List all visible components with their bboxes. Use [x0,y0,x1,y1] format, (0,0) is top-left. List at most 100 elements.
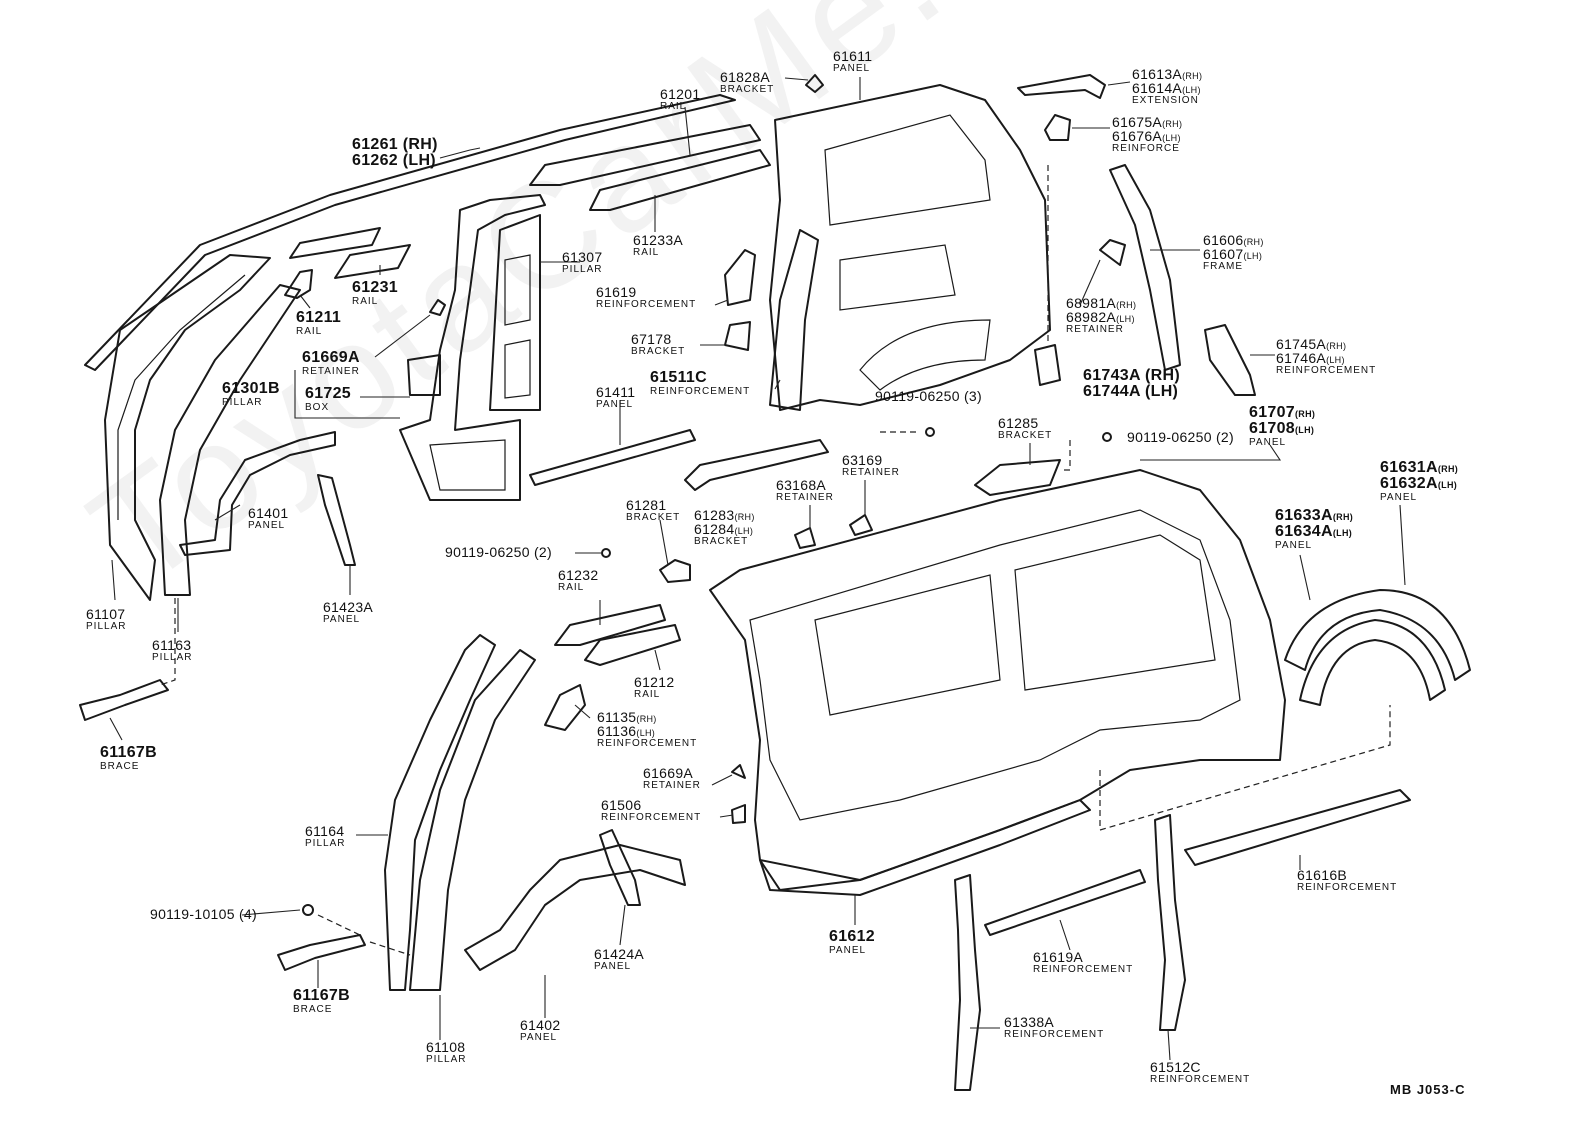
part-61231-rail [334,244,411,279]
label-61613A: 61613A(RH) 61614A(LH) EXTENSION [1132,66,1203,106]
label-61108: 61108 PILLAR [426,1039,467,1065]
label-61281: 61281 BRACKET [626,497,681,523]
label-61669A-top: 61669A RETAINER [302,349,360,377]
label-61506: 61506 REINFORCEMENT [601,797,702,823]
part-61167B-brace-bottom [277,934,366,971]
part-61616B-reinforcement [1184,789,1411,866]
label-61261: 61261 (RH) 61262 (LH) [352,136,438,169]
label-61611: 61611 PANEL [833,48,873,74]
label-68981A: 68981A(RH) 68982A(LH) RETAINER [1066,295,1137,335]
part-61108-pillar [409,649,536,991]
part-61606-frame [1109,164,1181,371]
part-61613A-extension [1017,74,1106,99]
part-61506-reinforcement [731,804,746,824]
part-61612-panel [759,799,1091,896]
label-61135: 61135(RH) 61136(LH) REINFORCEMENT [597,709,698,749]
leader-lines [109,77,1406,1061]
label-61212: 61212 RAIL [634,674,675,700]
part-rail-small [289,227,381,259]
label-61612: 61612 PANEL [829,928,875,956]
label-61423A: 61423A PANEL [323,599,374,625]
part-68981A-retainer [1099,239,1126,266]
label-90119-10105: 90119-10105 (4) [150,906,257,922]
part-61402-panel [464,844,686,971]
part-63168A-retainer [794,527,816,549]
label-61619A: 61619A REINFORCEMENT [1033,949,1134,975]
part-61743A [1034,344,1061,386]
part-61745A-reinforcement [1204,324,1256,396]
part-61669A-retainer-top [429,299,446,316]
label-61231: 61231 RAIL [352,279,398,307]
part-61511C-reinforcement [769,229,819,411]
label-61401: 61401 PANEL [248,505,289,531]
label-61633A: 61633A(RH) 61634A(LH) PANEL [1275,507,1354,551]
part-61631A-panel [1284,589,1471,681]
part-61301B-pillar [399,194,546,501]
part-61201-rail [529,124,771,211]
label-61828A: 61828A BRACKET [720,69,775,95]
label-61107: 61107 PILLAR [86,606,127,632]
label-61167B-top: 61167B BRACE [100,744,157,772]
label-61725: 61725 BOX [305,385,351,413]
label-61675A: 61675A(RH) 61676A(LH) REINFORCE [1112,114,1183,154]
part-61281-bracket [659,559,691,583]
label-63169: 63169 RETAINER [842,452,900,478]
label-61301B: 61301B PILLAR [222,380,280,408]
part-61619-reinforcement [724,249,756,306]
bolt-90119-10105 [302,904,314,916]
label-61283: 61283(RH) 61284(LH) BRACKET [694,507,755,547]
bolt-90119-06250-left [601,548,611,558]
label-61511C: 61511C REINFORCEMENT [650,369,751,397]
diagram-reference-code: MB J053-C [1390,1082,1466,1097]
part-61512C-reinforcement [1154,814,1186,1031]
bolt-90119-06250-mid [925,427,935,437]
part-61164-pillar [384,634,496,991]
label-61163: 61163 PILLAR [152,637,193,663]
label-61164: 61164 PILLAR [305,823,346,849]
part-61167B-brace-top [79,679,169,721]
label-61616B: 61616B REINFORCEMENT [1297,867,1398,893]
label-61338A: 61338A REINFORCEMENT [1004,1014,1105,1040]
label-61211: 61211 RAIL [296,309,342,337]
label-61201: 61201 RAIL [660,86,701,112]
part-61423A-panel [317,474,356,566]
part-61828A-bracket [805,74,824,93]
label-61745A: 61745A(RH) 61746A(LH) REINFORCEMENT [1276,336,1377,376]
part-61107-pillar [104,254,271,601]
label-61743A: 61743A (RH) 61744A (LH) [1083,367,1180,400]
label-61606: 61606(RH) 61607(LH) FRAME [1203,232,1264,272]
label-61232: 61232 RAIL [558,567,599,593]
part-61611-panel [769,84,1051,411]
part-61261-roof-rail [84,94,736,371]
part-61633A-panel [1299,619,1446,706]
dashed-lines [159,165,1391,956]
part-61135-reinforcement [544,684,586,731]
part-61401-panel [179,431,336,556]
label-61233A: 61233A RAIL [633,232,684,258]
label-67178: 67178 BRACKET [631,331,686,357]
label-61631A: 61631A(RH) 61632A(LH) PANEL [1380,459,1459,503]
label-90119-06250-2-right: 90119-06250 (2) [1127,429,1234,445]
part-61669A-retainer-mid [731,764,746,779]
label-61512C: 61512C REINFORCEMENT [1150,1059,1251,1085]
part-61424A-panel [599,829,641,906]
part-61307-pillar [489,214,541,411]
part-61283-bracket [684,439,829,491]
label-61411: 61411 PANEL [596,384,636,410]
label-61669A-mid: 61669A RETAINER [643,765,701,791]
part-61212-rail [584,624,681,666]
label-61424A: 61424A PANEL [594,946,645,972]
label-61707: 61707(RH) 61708(LH) PANEL [1249,404,1316,448]
part-67178-bracket [724,321,751,351]
label-61307: 61307 PILLAR [562,249,603,275]
part-63169-retainer [849,514,873,536]
label-63168A: 63168A RETAINER [776,477,834,503]
label-61402: 61402 PANEL [520,1017,561,1043]
label-90119-06250-3: 90119-06250 (3) [875,388,982,404]
part-61707-panel [709,469,1286,891]
part-61211-rail [284,269,313,299]
label-61167B-bottom: 61167B BRACE [293,987,350,1015]
part-61619A-reinforcement [984,869,1146,936]
label-61285: 61285 BRACKET [998,415,1053,441]
label-61619: 61619 REINFORCEMENT [596,284,697,310]
